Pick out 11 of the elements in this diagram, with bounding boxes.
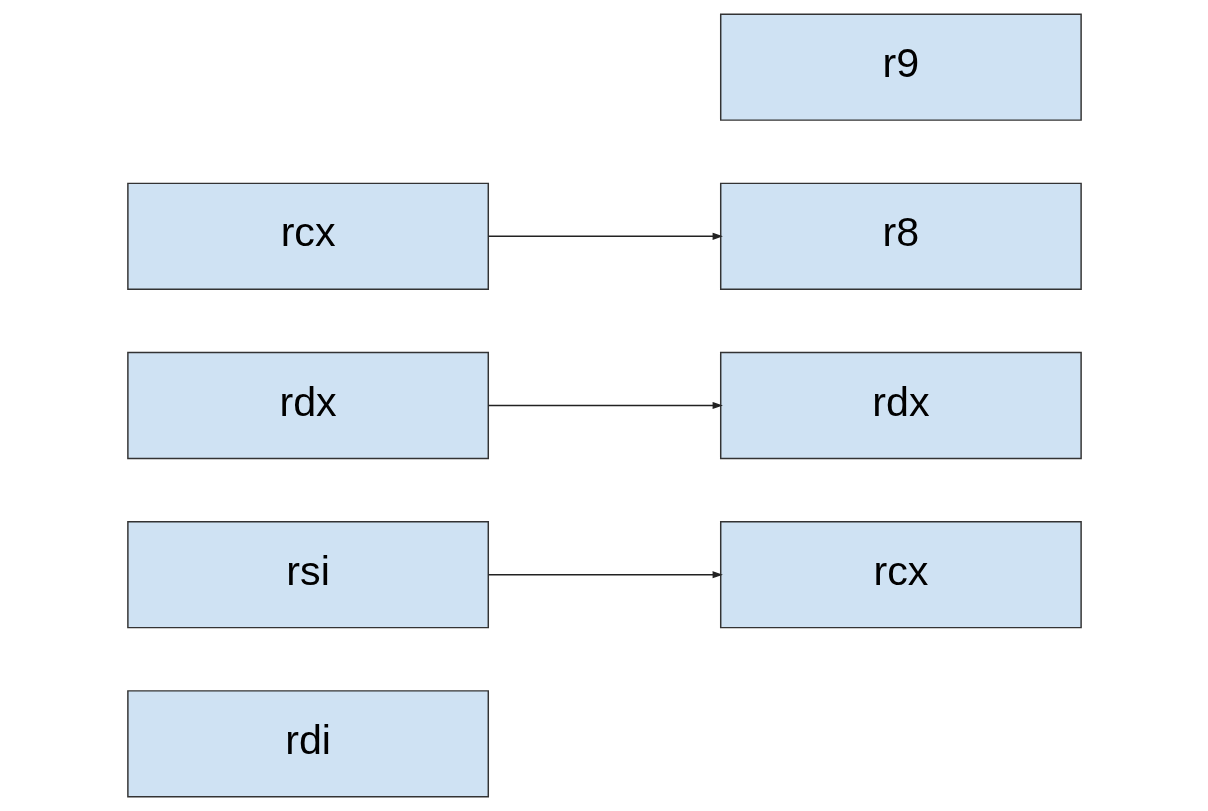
node-box: rsi <box>126 520 489 629</box>
node-box: r8 <box>719 182 1082 291</box>
arrow <box>487 401 723 410</box>
arrow <box>487 232 723 240</box>
node-box: rcx <box>126 182 489 291</box>
node-box: r9 <box>719 13 1082 121</box>
arrow <box>487 571 723 579</box>
node-box: rdi <box>126 690 489 798</box>
node-box: rdx <box>719 351 1082 460</box>
node-box: rcx <box>719 520 1082 629</box>
node-box: rdx <box>126 351 489 460</box>
